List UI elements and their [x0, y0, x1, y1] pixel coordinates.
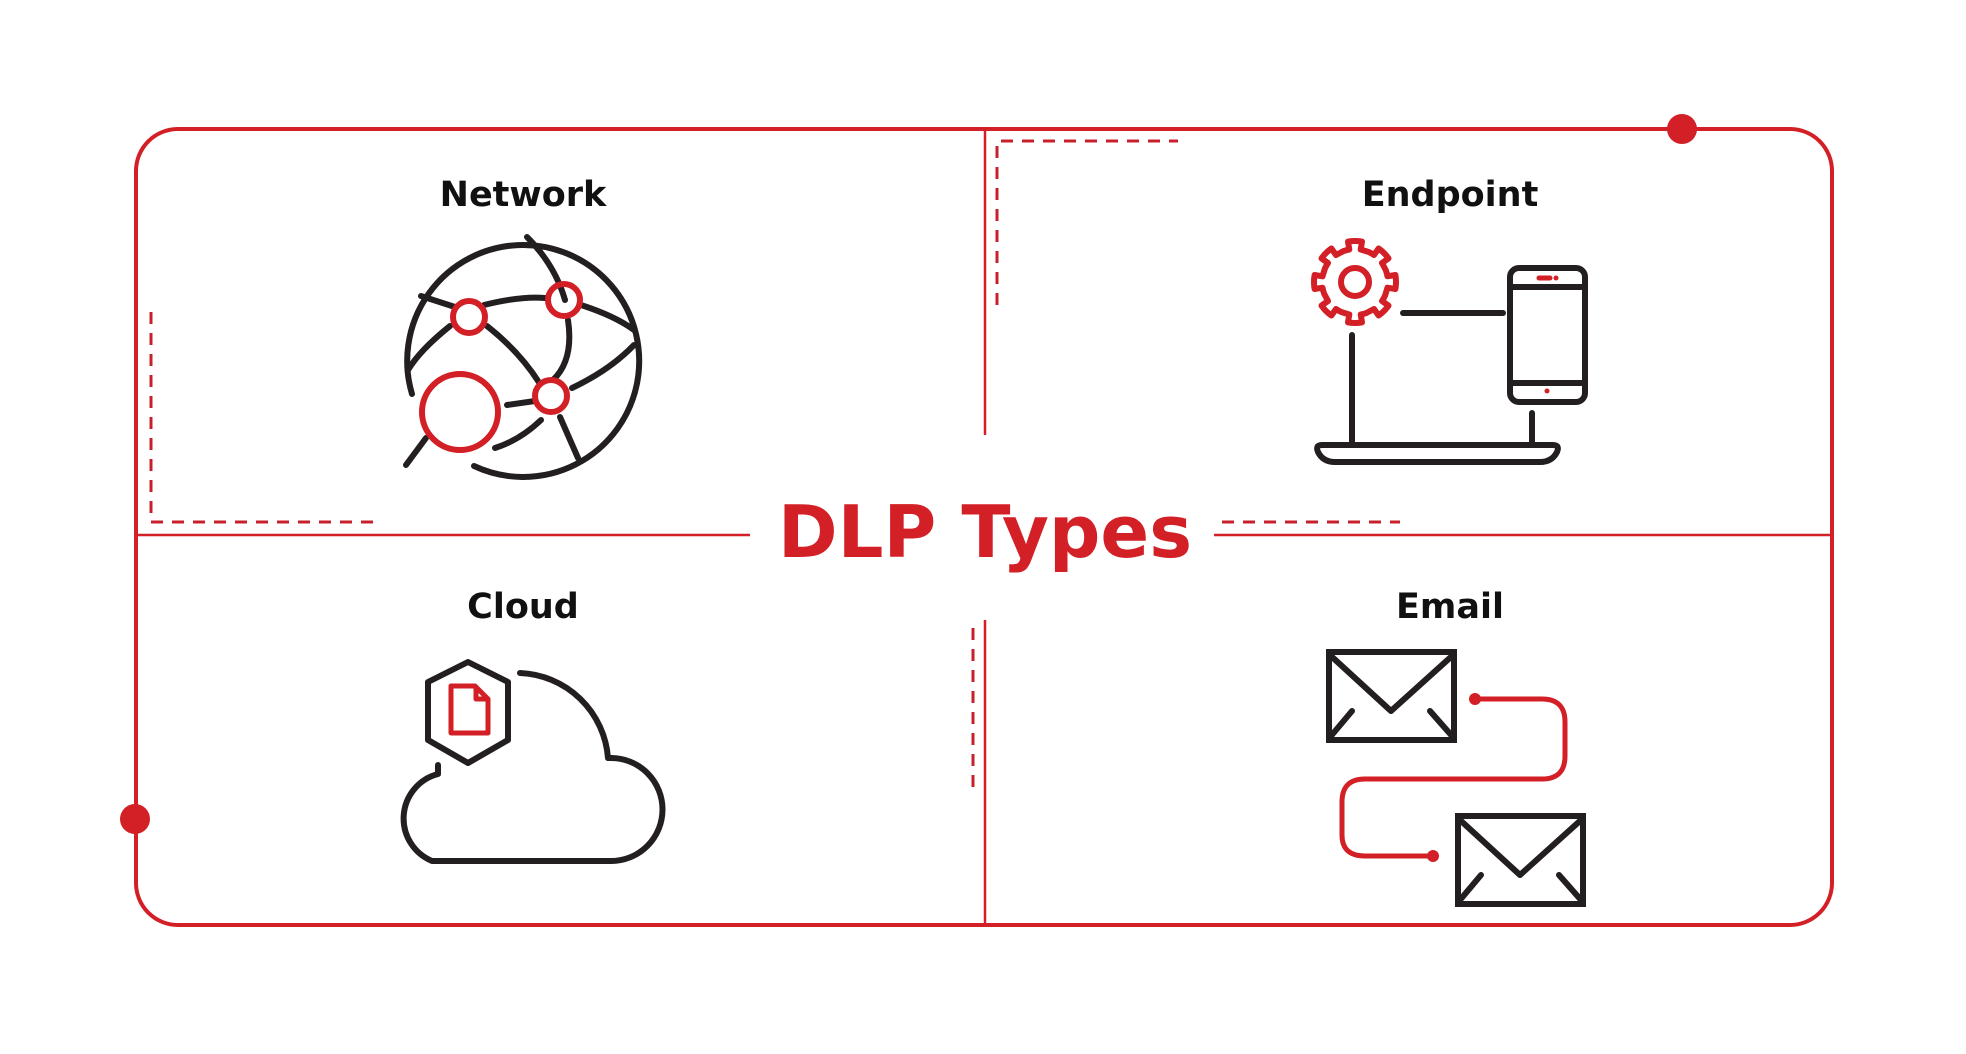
envelope-flap — [1457, 817, 1584, 878]
phone-body — [1507, 265, 1588, 405]
dashed-corner-left — [149, 312, 375, 524]
document-fold — [473, 686, 489, 702]
globe-line — [524, 234, 568, 303]
network-node — [532, 377, 570, 415]
label-endpoint: Endpoint — [1362, 175, 1539, 215]
envelope-fold — [1328, 708, 1355, 739]
cloud-outline — [400, 670, 666, 864]
gear-hub — [1338, 265, 1372, 299]
envelope-icon — [1455, 813, 1586, 907]
network-node — [450, 298, 488, 336]
cloud-shield-document-icon — [400, 659, 666, 864]
globe-line — [405, 323, 453, 373]
globe-line — [550, 317, 573, 383]
network-node — [545, 281, 583, 319]
globe-line — [557, 414, 581, 461]
globe-line — [418, 293, 458, 310]
gear-outline — [1311, 238, 1399, 326]
dashed-corner-top-right — [995, 139, 1178, 305]
gear-icon — [1311, 238, 1399, 326]
magnifier-lens — [419, 371, 501, 453]
document-outline — [448, 683, 491, 736]
frame-dot-top-right — [1667, 114, 1697, 144]
globe-line — [492, 417, 544, 451]
laptop-gear-phone-icon — [1311, 238, 1588, 465]
globe-line — [569, 342, 637, 391]
connection-path — [1339, 696, 1568, 859]
globe-line — [484, 323, 543, 387]
envelope-fold — [1556, 872, 1584, 903]
envelope-body — [1455, 813, 1586, 907]
envelope-flap — [1328, 653, 1455, 714]
envelope-fold — [1427, 708, 1455, 739]
outer-frame — [134, 127, 1834, 927]
envelopes-connected-icon — [1326, 649, 1586, 907]
globe-line — [504, 398, 538, 408]
phone-camera — [1553, 275, 1559, 281]
envelope-fold — [1457, 872, 1484, 903]
label-email: Email — [1396, 587, 1504, 627]
label-cloud: Cloud — [467, 587, 579, 627]
globe-line — [481, 294, 548, 308]
label-network: Network — [440, 175, 607, 215]
shield-outline — [425, 659, 511, 766]
laptop-base — [1314, 442, 1561, 465]
connection-dot — [1427, 850, 1439, 862]
connection-dot — [1469, 693, 1481, 705]
globe-network-search-icon — [403, 234, 643, 480]
frame-dot-left — [120, 804, 150, 834]
globe-line — [578, 302, 637, 333]
magnifier-handle — [403, 435, 429, 468]
phone-home-button — [1544, 388, 1550, 394]
envelope-body — [1326, 649, 1457, 743]
envelope-icon — [1326, 649, 1457, 743]
diagram-title: DLP Types — [778, 490, 1192, 574]
